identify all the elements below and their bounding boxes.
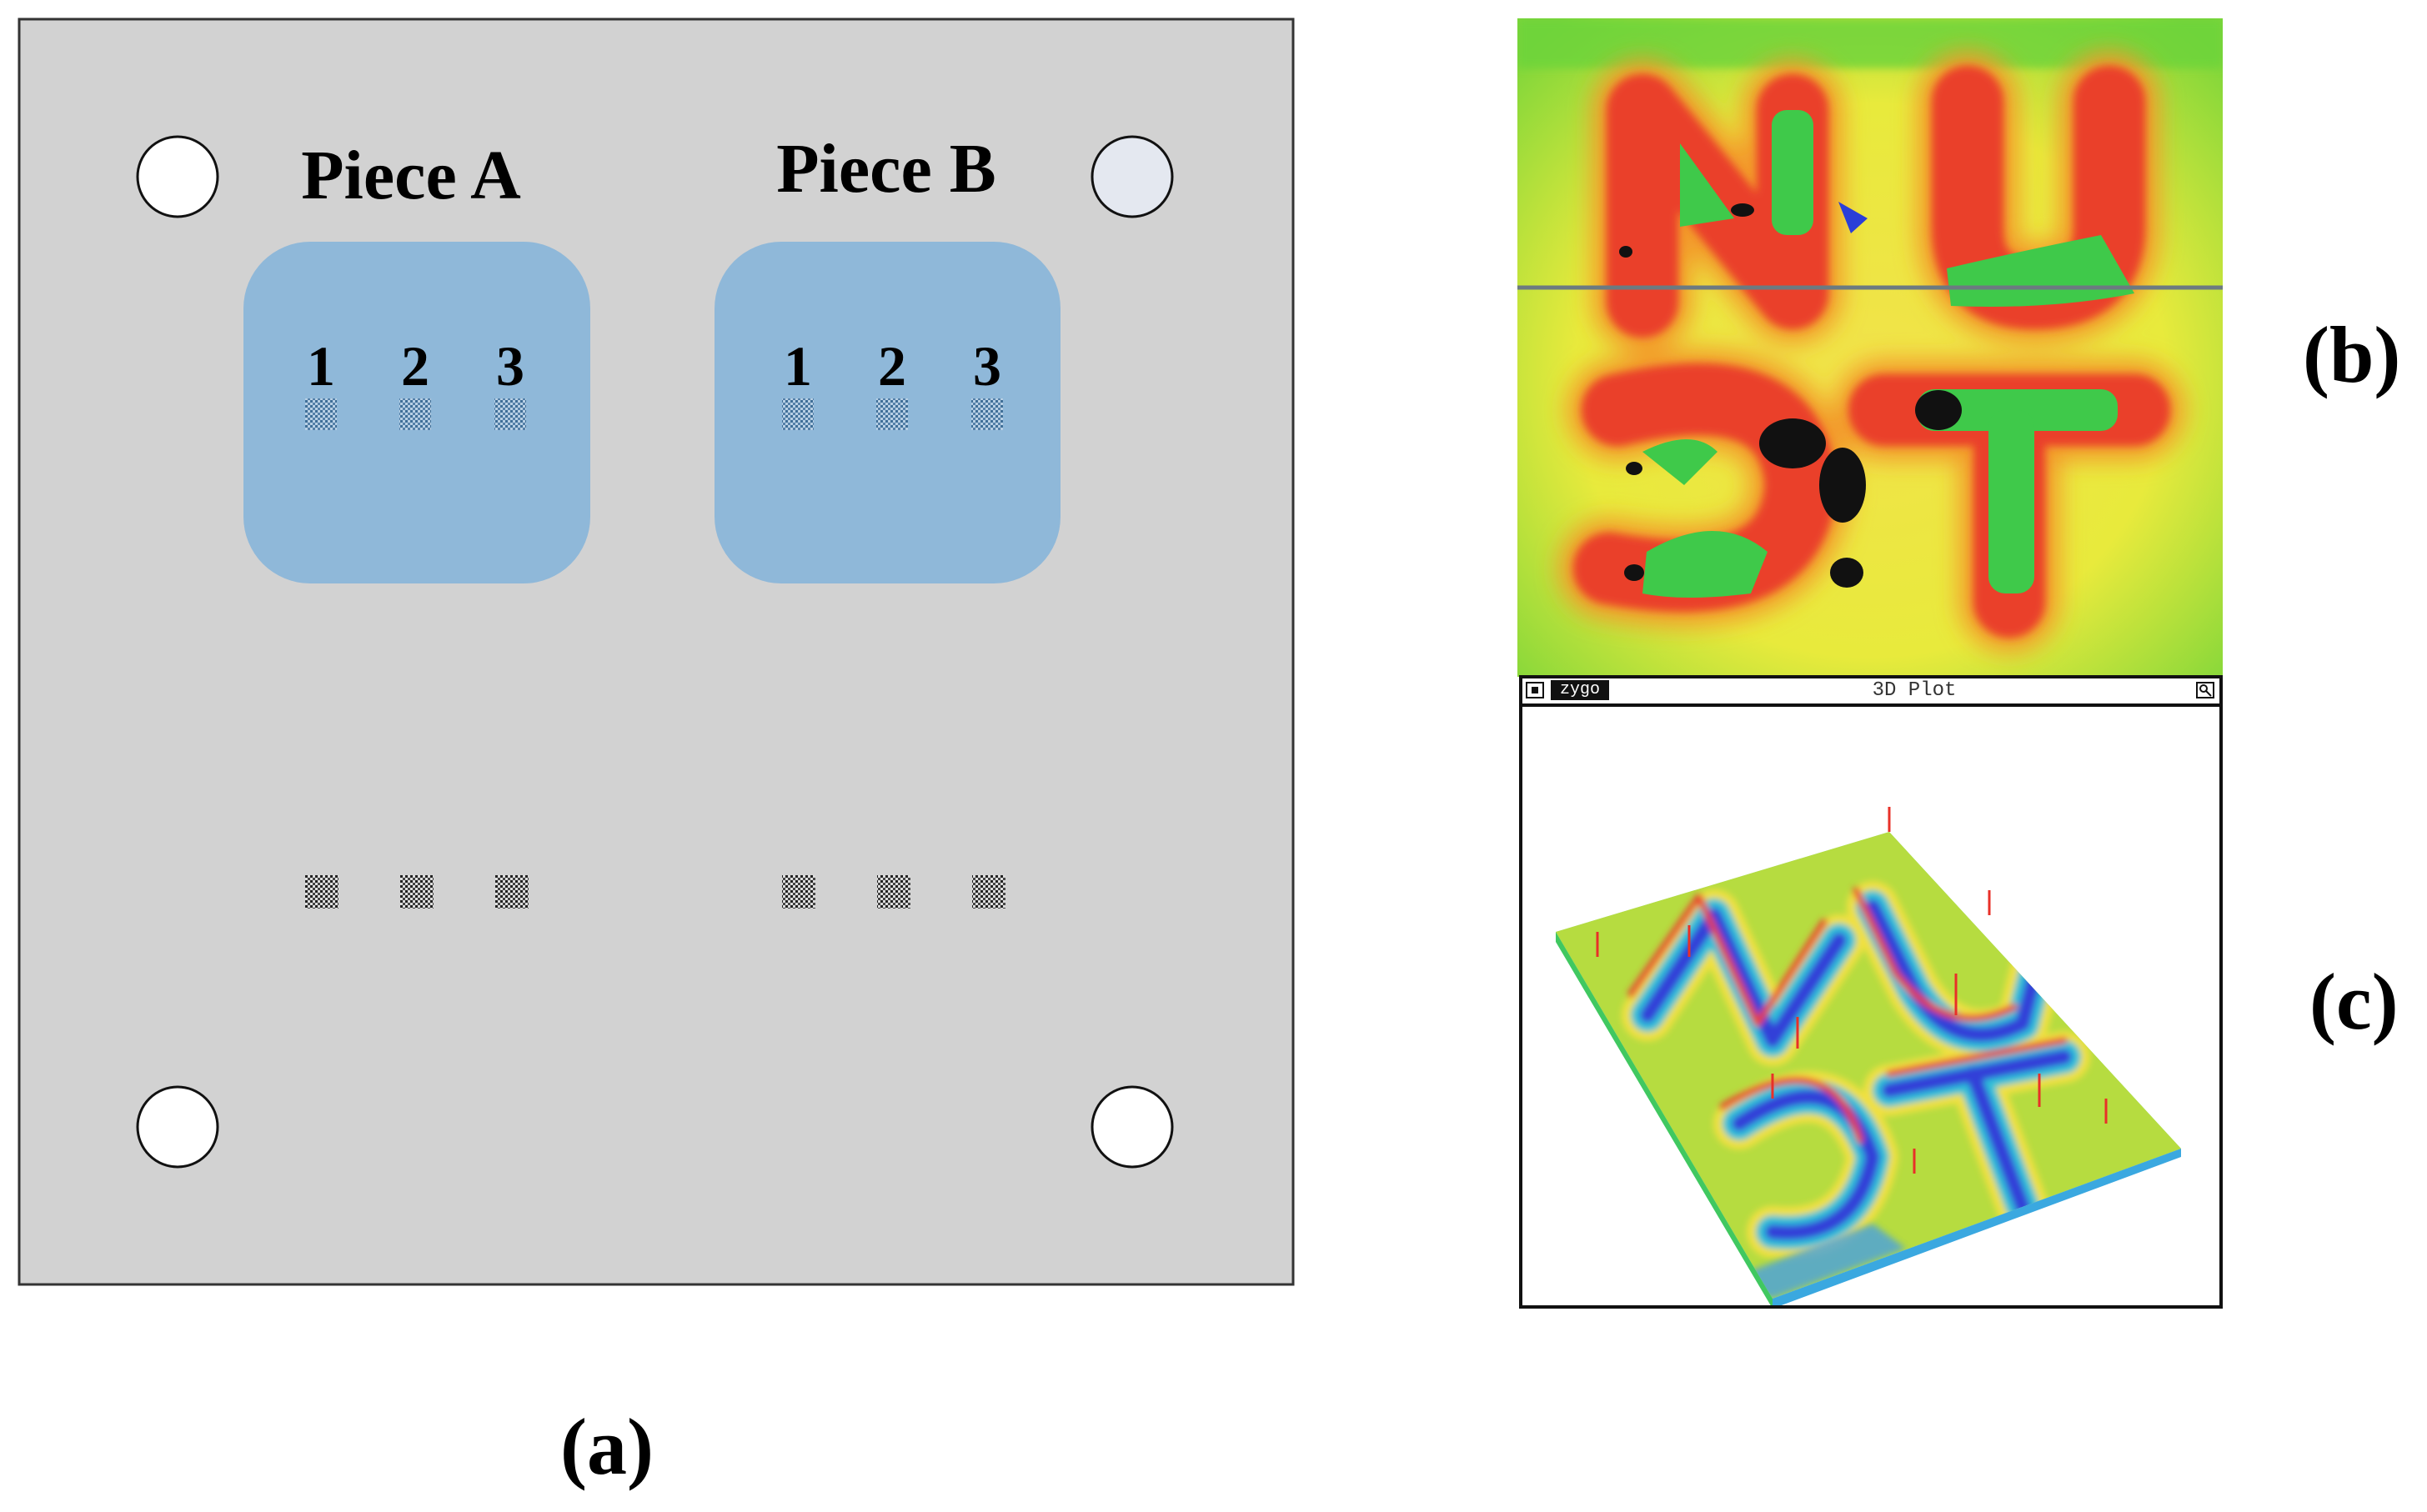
surface-spikes: [1596, 807, 2108, 1174]
defect: [1731, 203, 1754, 217]
mounting-hole-top-left: [136, 135, 219, 218]
defect: [1830, 558, 1863, 588]
defect: [1624, 564, 1644, 581]
mark: [877, 875, 910, 909]
defect: [1759, 418, 1826, 468]
blue-spot: [1838, 202, 1868, 233]
piece-b-title: Piece B: [776, 130, 996, 208]
zygo-3d-plot-window: zygo 3D Plot: [1519, 675, 2223, 1309]
mark: [782, 875, 815, 909]
zygo-logo: zygo: [1551, 680, 1609, 700]
band-t-red: [1886, 1037, 2068, 1077]
panel-label-b: (b): [2303, 310, 2401, 399]
defect: [1619, 246, 1632, 258]
defect-spots: [1619, 203, 1962, 588]
window-title: 3D Plot: [1872, 679, 1957, 702]
core-d: [1642, 439, 1717, 485]
piece-b-marks: [782, 398, 1003, 430]
mounting-hole-bottom-right: [1091, 1085, 1174, 1169]
mark: [971, 398, 1003, 430]
core-n: [1680, 143, 1734, 227]
mark: [305, 398, 337, 430]
piece-b-number-2: 2: [878, 334, 906, 398]
plot-edge: [1773, 1149, 2181, 1305]
band-n-blue: [1640, 908, 1847, 1048]
piece-b-number-1: 1: [784, 334, 812, 398]
band-d-red: [1719, 1077, 1863, 1144]
surface-3d-plot: [1556, 807, 2181, 1305]
piece-a-number-3: 3: [496, 334, 524, 398]
window-menu-icon[interactable]: [1526, 682, 1544, 698]
piece-a-title: Piece A: [301, 137, 521, 214]
mark: [399, 398, 431, 430]
window-title-bar: zygo 3D Plot: [1522, 678, 2219, 707]
panel-label-c: (c): [2309, 957, 2399, 1046]
defect: [1819, 448, 1866, 523]
mark: [494, 398, 526, 430]
mounting-hole-bottom-left: [136, 1085, 219, 1169]
core-t-stem: [1988, 410, 2034, 593]
piece-a-number-1: 1: [307, 334, 335, 398]
core-n-right: [1772, 110, 1813, 235]
defect: [1915, 390, 1962, 430]
mark: [876, 398, 908, 430]
plot-edge-left: [1556, 932, 1773, 1305]
mark: [305, 875, 338, 909]
piece-a-number-2: 2: [401, 334, 429, 398]
plate-marks: [305, 875, 1005, 909]
mounting-hole-top-right: [1091, 135, 1174, 218]
band-u-red: [1853, 887, 2018, 1022]
core-d-low: [1642, 531, 1768, 598]
band-t-blue: [1882, 1049, 2072, 1214]
mark: [782, 398, 814, 430]
defect: [1626, 462, 1642, 475]
band-d-blue: [1732, 1089, 1880, 1240]
edge-shade: [1722, 1224, 1906, 1299]
mark: [972, 875, 1005, 909]
base-plate: [18, 18, 1295, 1286]
band-n-red: [1627, 894, 1828, 1027]
piece-b-number-3: 3: [973, 334, 1001, 398]
mark: [400, 875, 434, 909]
mark: [495, 875, 529, 909]
panel-label-a: (a): [560, 1402, 654, 1491]
piece-a-marks: [305, 398, 526, 430]
surface-bands: [1556, 832, 2181, 1299]
surface-height-map: [1517, 18, 2223, 677]
piece-layout-diagram: Piece A Piece B 1 2 3 1 2 3: [18, 18, 1295, 1286]
zoom-icon[interactable]: [2196, 682, 2214, 698]
